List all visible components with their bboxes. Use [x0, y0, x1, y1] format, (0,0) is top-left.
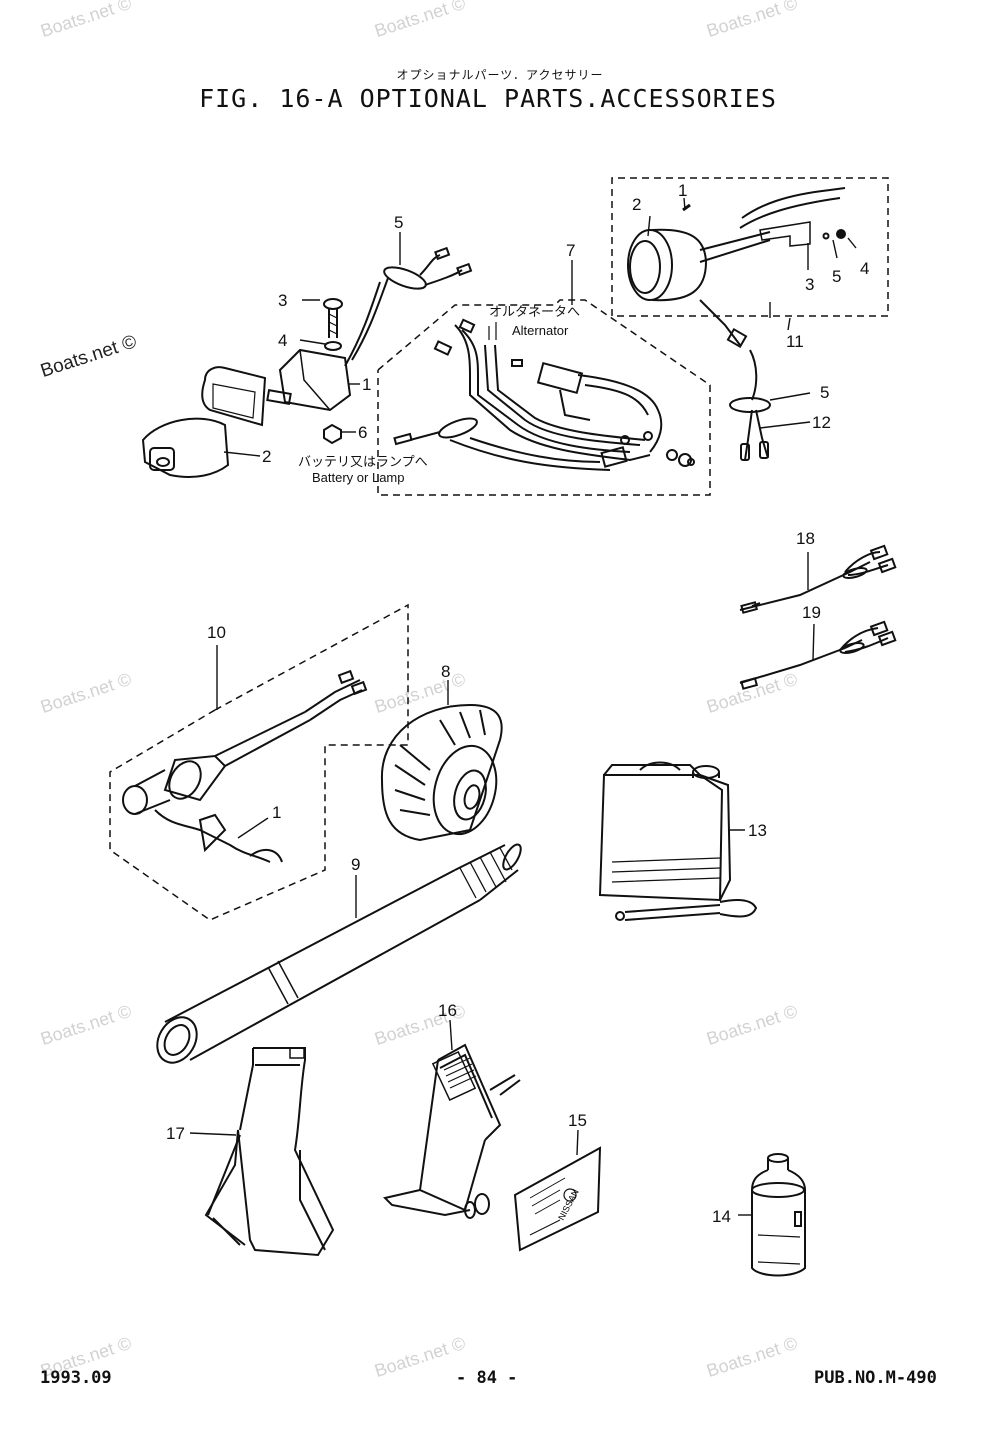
callout-7: 7: [566, 241, 575, 260]
callout-4: 4: [860, 259, 869, 278]
extension-cable-icon: [739, 620, 897, 690]
callout-5: 5: [820, 383, 829, 402]
callout-14: 14: [712, 1207, 731, 1226]
callout-9: 9: [351, 855, 360, 874]
trolley-icon: [383, 1043, 521, 1219]
callout-17: 17: [166, 1124, 185, 1143]
stand-icon: [204, 1047, 335, 1257]
fuel-tank-icon: [598, 761, 758, 921]
decal-icon: [513, 1146, 602, 1252]
callout-11: 11: [786, 332, 804, 351]
switch-box-icon: [141, 246, 473, 478]
callout-15: 15: [568, 1111, 587, 1130]
spray-can-icon: [751, 1153, 806, 1277]
footer-date: 1993.09: [40, 1368, 112, 1388]
callout-2: 2: [632, 195, 641, 214]
alternator-label: Alternator: [512, 323, 569, 338]
callout-18: 18: [796, 529, 815, 548]
callout-3: 3: [278, 291, 287, 310]
callout-19: 19: [802, 603, 821, 622]
wire-connector-icon: [729, 397, 771, 461]
callout-10: 10: [207, 623, 226, 642]
flush-tube-icon: [156, 843, 522, 1064]
leader-lines: [189, 197, 857, 1216]
callout-6: 6: [358, 423, 367, 442]
callout-1: 1: [678, 181, 687, 200]
callout-5: 5: [832, 267, 841, 286]
callout-8: 8: [441, 662, 450, 681]
tachometer-gauge-icon: [611, 177, 889, 401]
callout-16: 16: [438, 1001, 457, 1020]
nissan-decal-text: NISSAN: [556, 1187, 581, 1221]
callout-4: 4: [278, 331, 287, 350]
callout-1: 1: [362, 375, 371, 394]
battery-label-ja: バッテリ又はランプへ: [298, 454, 428, 469]
extension-cable-icon: [739, 544, 897, 614]
callout-12: 12: [812, 413, 831, 432]
figure-title-japanese: オプショナルパーツ．アクセサリー: [396, 68, 604, 82]
footer-page-number: - 84 -: [456, 1368, 518, 1388]
callout-5: 5: [394, 213, 403, 232]
battery-label: Battery or Lamp: [312, 470, 405, 485]
wire-harness-icon: [377, 299, 711, 496]
footer-publication-number: PUB.NO.M-490: [814, 1368, 937, 1388]
flush-attachment-icon: [380, 703, 503, 842]
kill-switch-icon: [109, 603, 409, 921]
callout-1: 1: [272, 803, 281, 822]
callout-3: 3: [805, 275, 814, 294]
callout-13: 13: [748, 821, 767, 840]
callout-2: 2: [262, 447, 271, 466]
figure-title: FIG. 16-A OPTIONAL PARTS.ACCESSORIES: [199, 84, 777, 113]
alternator-label-ja: オルタネータへ: [489, 304, 580, 319]
